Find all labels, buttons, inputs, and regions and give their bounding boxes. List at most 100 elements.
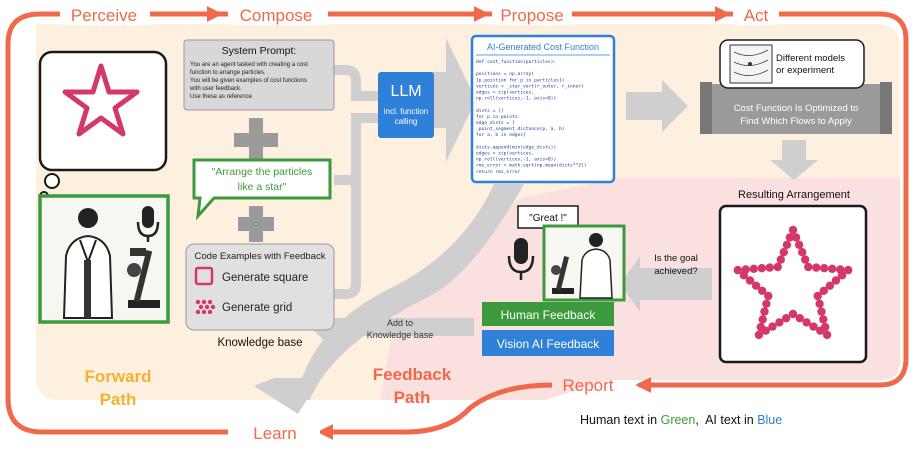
arrow-result-to-feedback — [620, 256, 712, 312]
act-panel: Different models or experiment Cost Func… — [700, 39, 892, 134]
loop-outer-border — [37, 11, 909, 394]
particle — [813, 291, 822, 301]
particle — [745, 276, 755, 285]
code-line: positions = np.array( — [476, 71, 534, 77]
particle — [756, 322, 765, 332]
goal-question: Is the goal — [654, 253, 698, 264]
feedback-scientist-panel — [542, 224, 626, 302]
llm-box: LLM incl. function calling — [378, 72, 434, 138]
human-feedback-label: Human Feedback — [501, 308, 597, 322]
code-line: [p.position for p in particles]) — [476, 77, 565, 83]
particle — [822, 330, 832, 340]
stage-compose: Compose — [240, 6, 313, 25]
particle — [825, 281, 835, 290]
particle — [751, 281, 761, 290]
color-legend: Human text in Green, AI text in Blue — [580, 413, 782, 427]
particle — [809, 322, 818, 331]
system-prompt-line: with user feedback. — [189, 86, 242, 92]
loop-label-learn: Learn — [253, 424, 296, 443]
act-optimized-text: Find Which Flows to Apply — [740, 116, 852, 127]
system-prompt-line: You are an agent tasked with creating a … — [190, 62, 308, 68]
legend-prefix: Human text in — [580, 413, 661, 427]
particle — [788, 309, 798, 319]
particle — [782, 240, 792, 249]
forward-path-label: Forward — [84, 367, 151, 386]
stage-act: Act — [744, 6, 769, 25]
particle — [844, 265, 853, 275]
particle — [791, 233, 801, 242]
feedback-path-label: Path — [394, 388, 431, 407]
code-line: rms_error = math.sqrt(np.mean(dists**2)) — [476, 163, 587, 169]
vision-feedback-label: Vision AI Feedback — [497, 337, 601, 351]
microphone-icon — [136, 206, 160, 242]
microscope-icon — [127, 248, 160, 308]
particle — [812, 263, 821, 272]
scientist-icon — [62, 208, 114, 319]
particle — [788, 225, 798, 235]
legend-green: Green — [661, 413, 696, 427]
connector-code-examples-llm — [334, 118, 361, 299]
plus-icon — [238, 206, 274, 242]
code-examples-title: Code Examples with Feedback — [195, 251, 326, 262]
particle — [733, 265, 742, 275]
particle — [749, 264, 758, 273]
example-generate-grid: Generate grid — [222, 302, 292, 314]
particle — [782, 314, 791, 323]
loop-learn-to-perceive — [5, 11, 228, 435]
speech-text: like a star" — [238, 181, 287, 193]
arrow-feedback-to-kb — [310, 308, 474, 346]
particle — [776, 255, 785, 264]
particle — [779, 248, 788, 257]
particle — [764, 291, 773, 301]
particle — [831, 276, 841, 285]
llm-subtitle: calling — [395, 117, 418, 126]
code-line: def cost_function(particles): — [476, 59, 556, 65]
code-line: vertices = _star_vert(r_outer, r_inner) — [476, 83, 584, 89]
particle — [741, 265, 750, 274]
connector-system-prompt-llm — [334, 65, 378, 101]
legend-separator: , AI text in — [695, 413, 757, 427]
particle — [816, 326, 825, 335]
flow-arrow-to-knowledge-base — [254, 378, 320, 414]
plus-icon — [234, 118, 278, 162]
stage-propose: Propose — [500, 6, 563, 25]
particle — [794, 240, 804, 249]
particle — [801, 255, 810, 264]
code-line: edges = zip(vertices, — [476, 90, 534, 96]
llm-title: LLM — [390, 83, 421, 100]
code-line: for p in points: — [476, 114, 520, 120]
particle — [828, 264, 837, 273]
code-line: return rms_error — [476, 169, 520, 175]
particle — [775, 318, 784, 327]
particle — [819, 286, 828, 295]
code-line: edges = zip(vertices, — [476, 151, 534, 157]
particle — [757, 264, 766, 273]
resulting-arrangement-label: Resulting Arrangement — [738, 189, 850, 201]
particle — [760, 307, 769, 316]
flow-field-icon — [729, 44, 773, 84]
particle — [837, 271, 847, 280]
add-kb-label: Add to — [387, 318, 413, 328]
code-line: _point_segment_distance(p, a, b) — [476, 126, 565, 132]
system-prompt-box: System Prompt: You are an agent tasked w… — [183, 39, 335, 111]
particle — [785, 233, 795, 242]
result-panel — [718, 204, 868, 364]
particle — [798, 248, 807, 257]
particle — [817, 307, 826, 316]
star-icon — [62, 63, 140, 137]
human-feedback-button: Human Feedback — [482, 302, 614, 326]
particle — [758, 286, 767, 295]
scientist-icon — [579, 233, 613, 299]
code-line: dists.append(min(edge_dists)) — [476, 144, 556, 150]
forward-path-label: Path — [100, 390, 137, 409]
speech-bubble: "Arrange the particles like a star" — [192, 158, 332, 221]
flow-arrow-to-cost-function — [418, 38, 476, 162]
code-examples-box: Code Examples with Feedback Generate squ… — [185, 243, 335, 331]
stage-perceive: Perceive — [71, 6, 137, 25]
code-line: np.roll(vertices,-1, axis=0)) — [476, 157, 556, 163]
particle — [815, 299, 824, 308]
particle — [762, 299, 771, 308]
example-generate-square: Generate square — [222, 272, 308, 284]
thought-bubble — [38, 50, 168, 201]
